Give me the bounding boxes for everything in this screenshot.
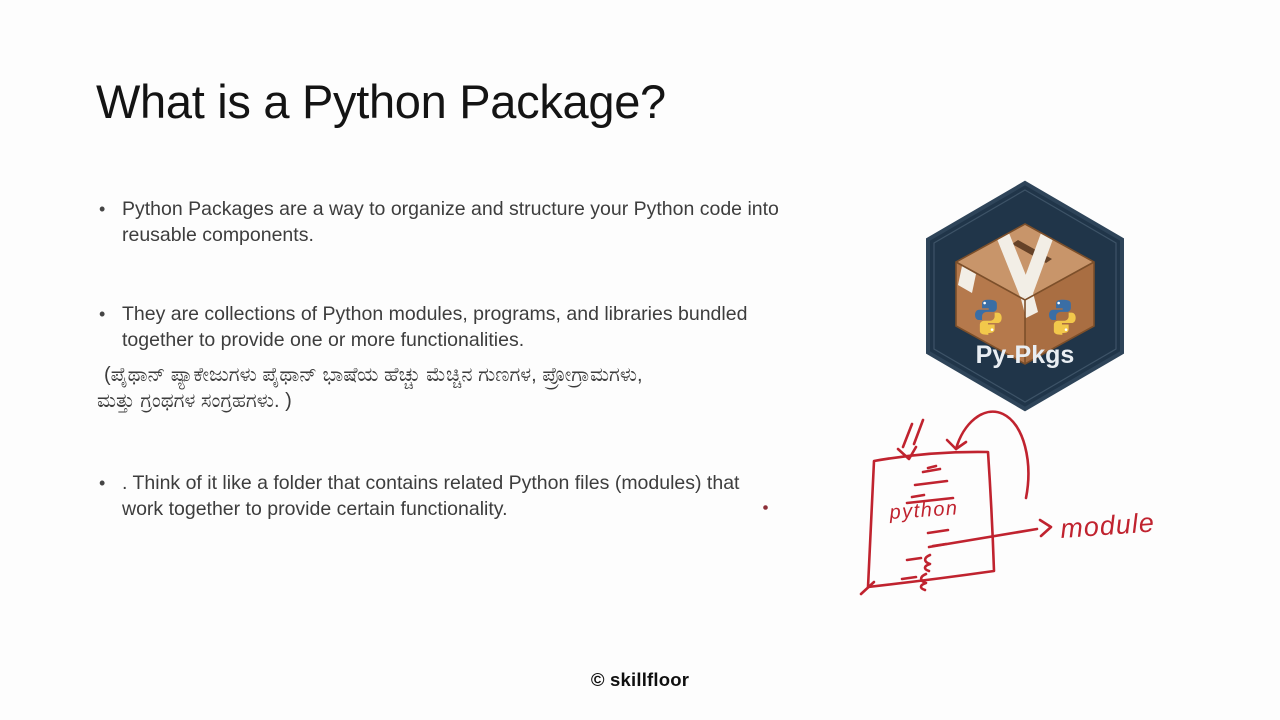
bullet-item-2: • They are collections of Python modules… [99,301,879,353]
bullet-item-1: • Python Packages are a way to organize … [99,196,879,248]
bullet-3-line-1: . Think of it like a folder that contain… [122,472,740,494]
module-pointer-arrow [927,527,1039,549]
paper-label: python [888,497,959,524]
module-label: module [1059,507,1155,544]
bullet-2-line-1: They are collections of Python modules, … [122,303,748,325]
handwritten-annotation: python module [763,410,1156,596]
bullet-item-3: • . Think of it like a folder that conta… [99,470,879,522]
bullet-1-line-2: reusable components. [122,224,314,246]
page-title: What is a Python Package? [96,75,666,128]
bullet-text: . Think of it like a folder that contain… [122,470,739,522]
bullet-1-line-1: Python Packages are a way to organize an… [122,198,779,220]
ink-strokes [859,410,1053,596]
kannada-line-2: ಮತ್ತು ಗ್ರಂಥಗಳ ಸಂಗ್ರಹಗಳು. ) [97,390,292,412]
bullet-2-line-2: together to provide one or more function… [122,329,525,351]
bullet-marker: • [99,199,106,219]
bullet-marker: • [99,473,106,493]
bullet-text: Python Packages are a way to organize an… [122,196,779,248]
bullet-marker: • [99,304,106,324]
kannada-line-1: (ಪೈಥಾನ್ ಪ್ಯಾಕೇಜುಗಳು ಪೈಥಾನ್ ಭಾಷೆಯ ಹೆಚ್ಚು … [104,364,643,386]
loop-arrow [954,410,1030,500]
badge-label: Py-Pkgs [976,341,1075,369]
kannada-translation-note: (ಪೈಥಾನ್ ಪ್ಯಾಕೇಜುಗಳು ಪೈಥಾನ್ ಭಾಷೆಯ ಹೆಚ್ಚು … [97,362,877,414]
bullet-text: They are collections of Python modules, … [122,301,747,353]
package-box-icon [955,223,1095,365]
py-pkgs-badge-icon: Py-Pkgs [926,180,1124,412]
bullet-3-line-2: work together to provide certain functio… [122,498,508,520]
stray-ink-dot [763,505,768,510]
hexagon-inner-line [933,189,1117,403]
brand-watermark: © skillfloor [590,669,690,690]
paper-sheet-sketch [866,450,996,589]
